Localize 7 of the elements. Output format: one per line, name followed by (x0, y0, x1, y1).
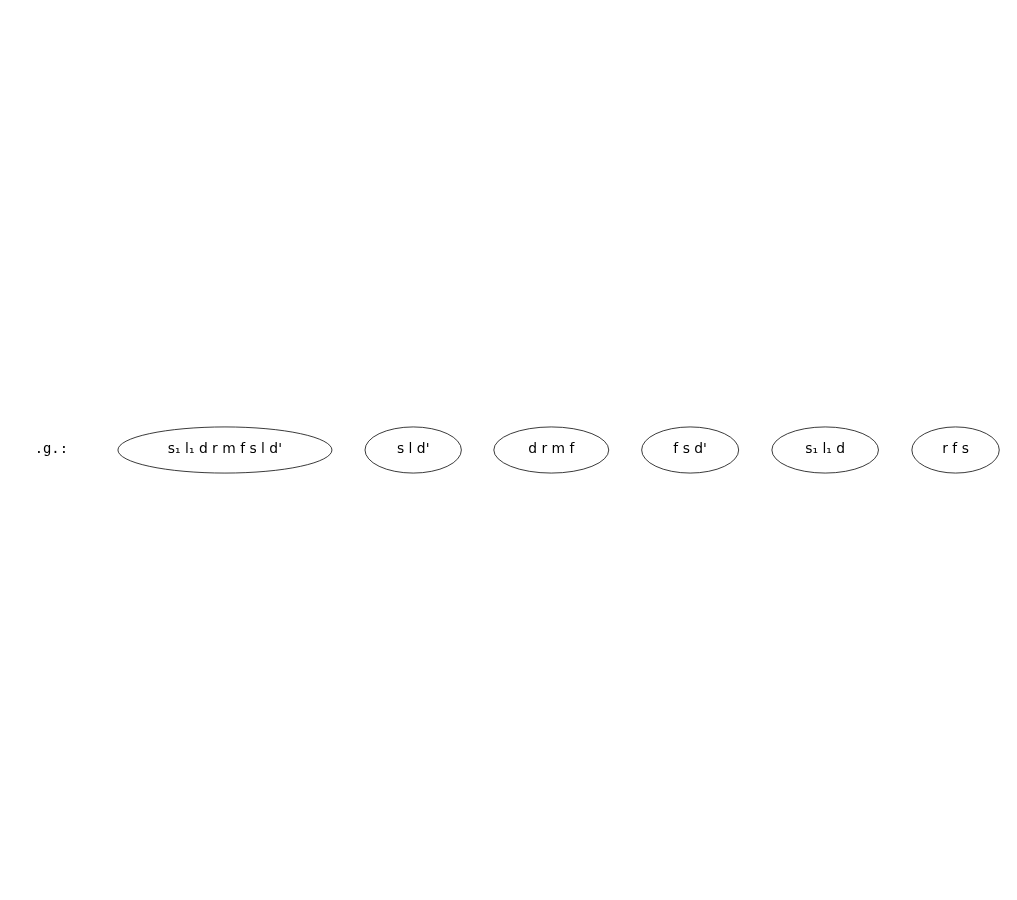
node-ellipse: r f s (911, 426, 1000, 474)
node-ellipse: s₁ l₁ d r m f s l d' (117, 426, 333, 474)
node-ellipse: d r m f (493, 426, 610, 474)
node-ellipse: f s d' (641, 426, 740, 474)
label: .g.: (34, 440, 69, 457)
node-ellipse: s₁ l₁ d (771, 426, 879, 474)
node-ellipse: s l d' (364, 426, 462, 474)
